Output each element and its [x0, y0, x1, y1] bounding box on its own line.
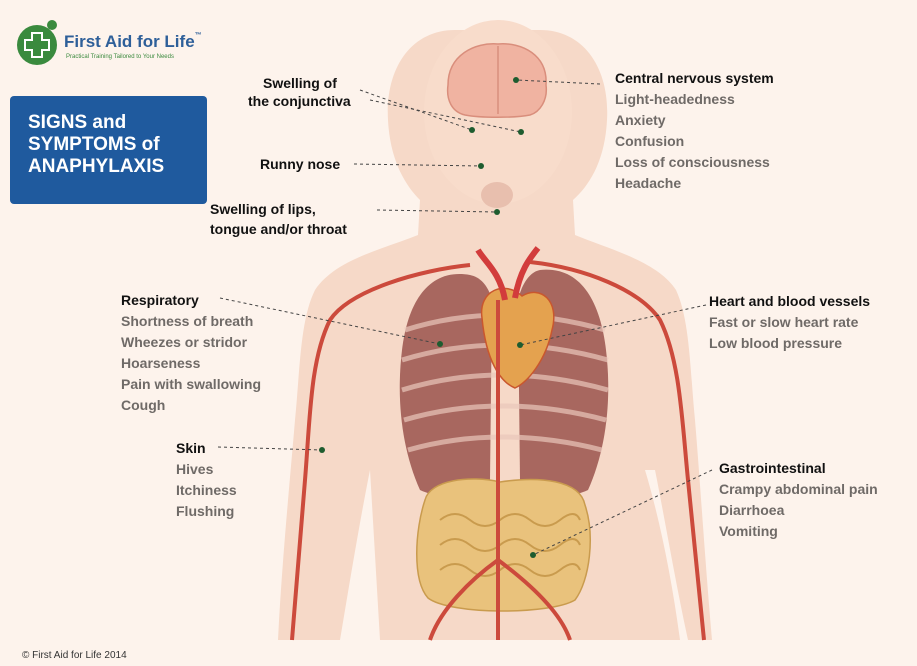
- logo-cross-icon: [17, 20, 57, 65]
- skin-item: Hives: [176, 459, 213, 480]
- cns-item: Headache: [615, 173, 681, 194]
- cns-item: Loss of consciousness: [615, 152, 770, 173]
- label-runny-nose: Runny nose: [260, 155, 340, 173]
- label-lips-line-2: tongue and/or throat: [210, 220, 347, 238]
- copyright-footer: © First Aid for Life 2014: [22, 650, 127, 661]
- label-conjunctiva-line-1: Swelling of: [263, 74, 337, 92]
- gastro-item: Vomiting: [719, 521, 778, 542]
- respiratory-item: Wheezes or stridor: [121, 332, 247, 353]
- heart-heading: Heart and blood vessels: [709, 292, 870, 310]
- cns-item: Confusion: [615, 131, 684, 152]
- respiratory-item: Hoarseness: [121, 353, 200, 374]
- heart-item: Low blood pressure: [709, 333, 842, 354]
- label-conjunctiva-line-2: the conjunctiva: [248, 92, 351, 110]
- label-lips-line-1: Swelling of lips,: [210, 200, 316, 218]
- brand-tagline: Practical Training Tailored to Your Need…: [66, 54, 174, 60]
- title-box: SIGNS and SYMPTOMS of ANAPHYLAXIS: [10, 96, 207, 204]
- cns-item: Light-headedness: [615, 89, 735, 110]
- brand-name: First Aid for Life™: [64, 32, 202, 52]
- gastro-heading: Gastrointestinal: [719, 459, 826, 477]
- gastro-item: Diarrhoea: [719, 500, 784, 521]
- skin-item: Flushing: [176, 501, 234, 522]
- gastro-item: Crampy abdominal pain: [719, 479, 878, 500]
- title-line-2: SYMPTOMS of: [28, 134, 160, 156]
- skin-item: Itchiness: [176, 480, 237, 501]
- title-line-1: SIGNS and: [28, 112, 126, 134]
- respiratory-item: Shortness of breath: [121, 311, 253, 332]
- skin-heading: Skin: [176, 439, 206, 457]
- title-line-3: ANAPHYLAXIS: [28, 156, 164, 178]
- throat: [481, 182, 513, 208]
- cns-item: Anxiety: [615, 110, 666, 131]
- cns-heading: Central nervous system: [615, 69, 774, 87]
- intestines: [417, 479, 590, 611]
- respiratory-heading: Respiratory: [121, 291, 199, 309]
- heart-item: Fast or slow heart rate: [709, 312, 858, 333]
- respiratory-item: Pain with swallowing: [121, 374, 261, 395]
- respiratory-item: Cough: [121, 395, 165, 416]
